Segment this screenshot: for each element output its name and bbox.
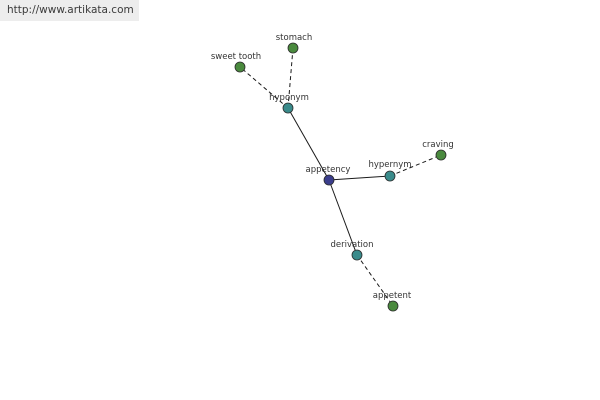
node-label-sweet-tooth: sweet tooth — [211, 52, 261, 62]
nodes-layer: appetency hyponym hypernym derivation sweet … — [211, 33, 454, 312]
node-derivation[interactable]: derivation — [330, 240, 374, 261]
node-label-derivation: derivation — [330, 240, 373, 250]
node-sweet-tooth[interactable]: sweet tooth — [211, 52, 261, 73]
edge-appetency-hyponym — [287, 107, 330, 181]
node-label-appetency: appetency — [306, 165, 351, 175]
node-label-hyponym: hyponym — [269, 93, 309, 103]
node-dot-hypernym[interactable] — [384, 170, 396, 182]
node-appetent[interactable]: appetent — [373, 291, 412, 312]
node-stomach[interactable]: stomach — [276, 33, 313, 54]
node-label-stomach: stomach — [276, 33, 313, 43]
node-dot-derivation[interactable] — [351, 249, 363, 261]
node-dot-craving[interactable] — [435, 149, 447, 161]
node-label-hypernym: hypernym — [368, 160, 411, 170]
node-appetency[interactable]: appetency — [306, 165, 351, 186]
source-link[interactable]: http://www.artikata.com — [0, 0, 139, 21]
node-dot-hyponym[interactable] — [282, 102, 294, 114]
node-craving[interactable]: craving — [422, 140, 454, 161]
node-hypernym[interactable]: hypernym — [368, 160, 412, 182]
node-label-appetent: appetent — [373, 291, 412, 301]
edge-appetency-derivation — [328, 179, 358, 256]
node-hyponym[interactable]: hyponym — [269, 93, 309, 114]
edges-layer — [239, 47, 442, 307]
edge-derivation-appetent — [356, 254, 394, 307]
node-dot-sweet-tooth[interactable] — [234, 61, 246, 73]
node-dot-stomach[interactable] — [287, 42, 299, 54]
node-dot-appetency[interactable] — [323, 174, 335, 186]
edge-hypernym-craving — [389, 154, 442, 177]
edge-hyponym-sweet-tooth — [239, 66, 289, 109]
edge-hyponym-stomach — [287, 47, 294, 109]
node-dot-appetent[interactable] — [387, 300, 399, 312]
edge-appetency-hypernym — [328, 175, 391, 181]
node-label-craving: craving — [422, 140, 454, 150]
